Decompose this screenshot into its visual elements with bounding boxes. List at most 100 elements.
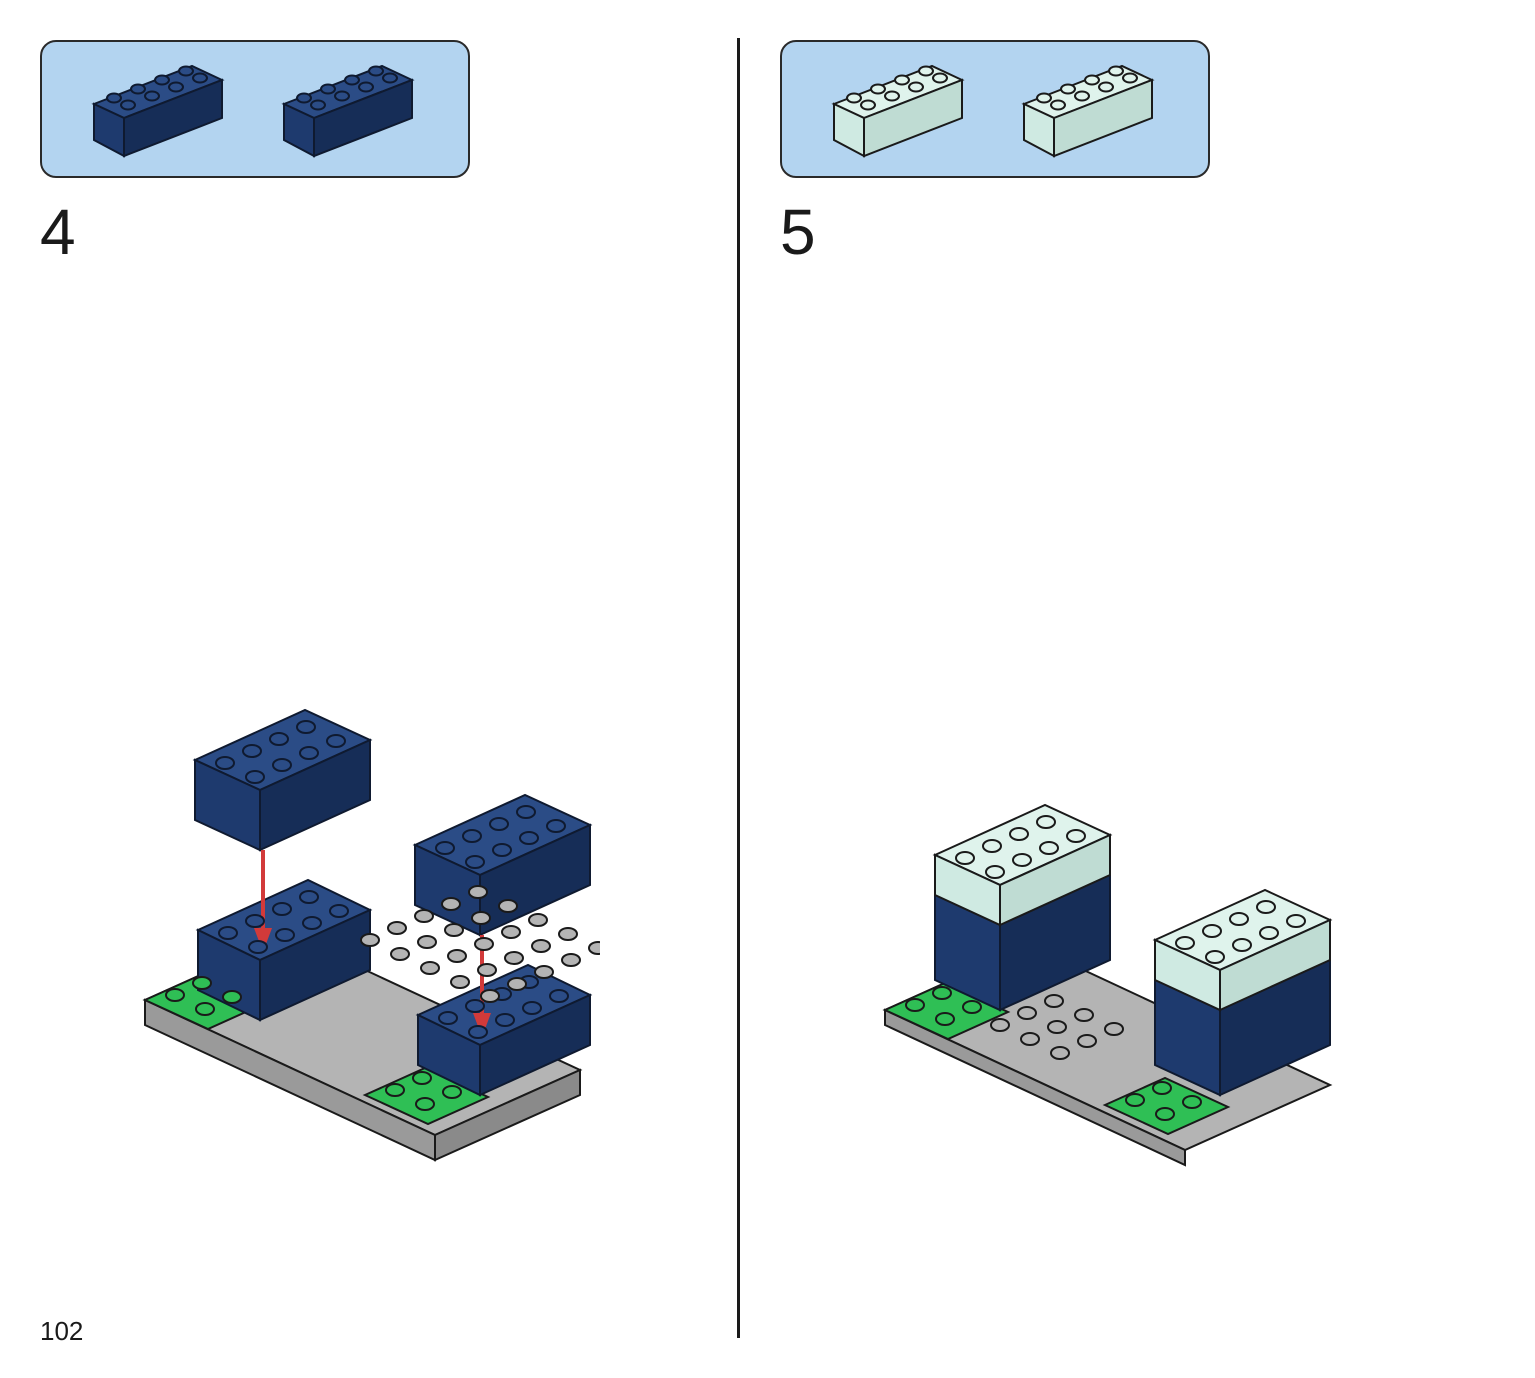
brick-stud xyxy=(522,1001,542,1015)
brick-stud xyxy=(329,904,349,918)
brick-stud xyxy=(465,999,485,1013)
plate-stud xyxy=(528,913,548,927)
dark-blue-brick-2x4-icon xyxy=(281,64,415,158)
parts-list-step-4-bricks xyxy=(91,64,415,158)
brick-stud xyxy=(435,841,455,855)
brick-stud xyxy=(382,72,398,84)
brick-stud xyxy=(1009,827,1029,841)
plate-stud xyxy=(468,885,488,899)
plate-stud xyxy=(498,899,518,913)
plate-stud xyxy=(1152,1081,1172,1095)
brick-stud xyxy=(242,744,262,758)
plate-stud xyxy=(417,935,437,949)
page-number: 102 xyxy=(40,1316,84,1346)
brick-stud xyxy=(1012,853,1032,867)
brick-stud xyxy=(1202,924,1222,938)
brick-stud xyxy=(168,81,184,93)
brick-stud xyxy=(870,83,886,95)
brick-stud xyxy=(1039,841,1059,855)
plate-stud xyxy=(385,1083,405,1097)
brick-stud xyxy=(846,92,862,104)
plate-stud xyxy=(932,986,952,1000)
brick-stud xyxy=(1108,65,1124,77)
brick-stud xyxy=(275,928,295,942)
parts-list-step-4 xyxy=(40,40,470,178)
brick-stud xyxy=(269,732,289,746)
brick-stud xyxy=(1060,83,1076,95)
plate-stud xyxy=(441,897,461,911)
parts-list-step-5-bricks xyxy=(831,64,1155,158)
page-divider xyxy=(737,38,740,1338)
brick-stud xyxy=(144,90,160,102)
plate-stud xyxy=(1047,1020,1067,1034)
brick-stud xyxy=(1175,936,1195,950)
step-number-4: 4 xyxy=(40,196,76,268)
brick-stud xyxy=(299,890,319,904)
brick-stud xyxy=(516,805,536,819)
plate-stud xyxy=(444,923,464,937)
brick-stud xyxy=(120,99,136,111)
brick-stud xyxy=(130,83,146,95)
plate-stud xyxy=(477,963,497,977)
placement-arrow-icon xyxy=(254,850,272,952)
plate-stud xyxy=(1104,1022,1124,1036)
brick-stud xyxy=(546,819,566,833)
brick-stud xyxy=(215,756,235,770)
brick-stud xyxy=(932,72,948,84)
brick-stud xyxy=(519,831,539,845)
brick-stud xyxy=(218,926,238,940)
brick-stud xyxy=(1098,81,1114,93)
brick-stud xyxy=(884,90,900,102)
brick-stud xyxy=(302,916,322,930)
plate-stud xyxy=(990,1018,1010,1032)
plate-stud xyxy=(165,988,185,1002)
brick-stud xyxy=(1256,900,1276,914)
plate-stud xyxy=(962,1000,982,1014)
step-number-5: 5 xyxy=(780,196,816,268)
plate-stud xyxy=(471,911,491,925)
plate-stud xyxy=(387,921,407,935)
plate-stud xyxy=(1125,1093,1145,1107)
plate-stud xyxy=(360,933,380,947)
plate-stud xyxy=(558,927,578,941)
step-4-model-illustration xyxy=(142,708,600,1162)
plate-stud xyxy=(222,990,242,1004)
plate-stud xyxy=(420,961,440,975)
brick-stud xyxy=(1066,829,1086,843)
light-aqua-brick-2x4-icon xyxy=(1021,64,1155,158)
plate-stud xyxy=(1182,1095,1202,1109)
brick-stud xyxy=(1036,92,1052,104)
plate-stud xyxy=(1020,1032,1040,1046)
brick-stud xyxy=(468,1025,488,1039)
brick-stud xyxy=(860,99,876,111)
brick-stud xyxy=(438,1011,458,1025)
plate-stud xyxy=(412,1071,432,1085)
brick-stud xyxy=(1074,90,1090,102)
brick-stud xyxy=(299,746,319,760)
brick-stud xyxy=(908,81,924,93)
plate-stud xyxy=(390,947,410,961)
brick-stud xyxy=(358,81,374,93)
brick-stud xyxy=(1229,912,1249,926)
brick-stud xyxy=(1205,950,1225,964)
plate-stud xyxy=(1077,1034,1097,1048)
plate-stud xyxy=(450,975,470,989)
plate-stud xyxy=(905,998,925,1012)
plate-stud xyxy=(561,953,581,967)
brick-stud xyxy=(368,65,384,77)
plate-stud xyxy=(1017,1006,1037,1020)
brick-stud xyxy=(334,90,350,102)
brick-stud xyxy=(320,83,336,95)
brick-stud xyxy=(296,720,316,734)
brick-stud xyxy=(462,829,482,843)
brick-stud xyxy=(1084,74,1100,86)
brick-stud xyxy=(985,865,1005,879)
brick-stud xyxy=(245,914,265,928)
brick-stud xyxy=(549,989,569,1003)
plate-stud xyxy=(414,909,434,923)
brick-stud xyxy=(894,74,910,86)
parts-list-step-5 xyxy=(780,40,1210,178)
brick-stud xyxy=(272,902,292,916)
plate-stud xyxy=(474,937,494,951)
brick-stud xyxy=(495,1013,515,1027)
